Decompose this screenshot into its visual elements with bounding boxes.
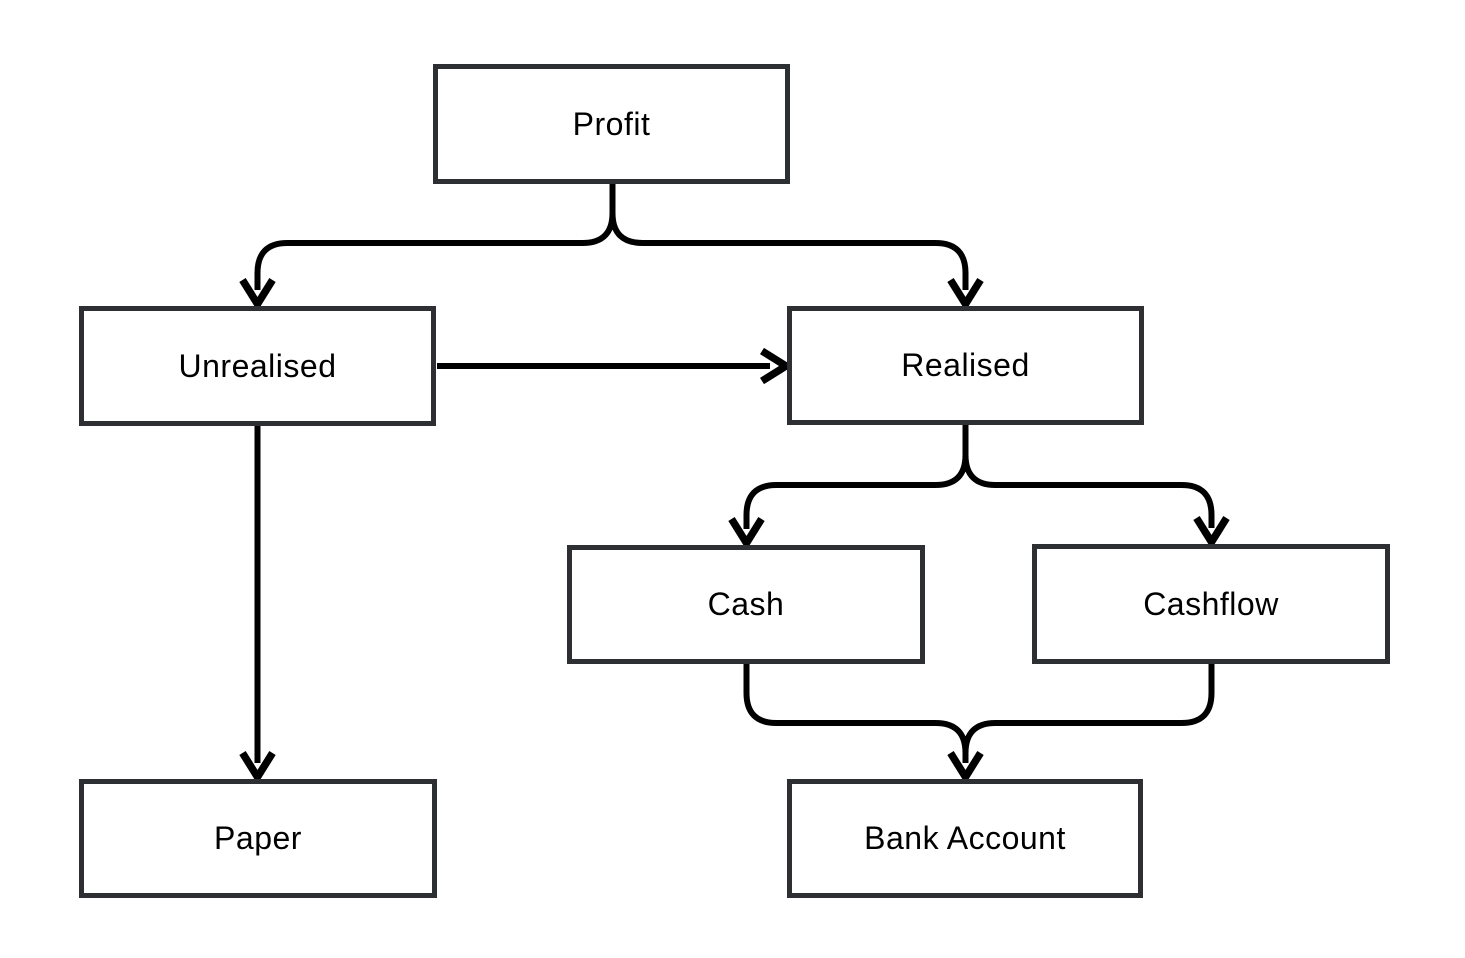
node-bank-account: Bank Account [787,779,1143,898]
edge-cash-bank-account [743,664,969,763]
node-paper-label: Paper [214,820,302,856]
arrowhead-into-unrealised [239,278,276,312]
edge-realised-cash [743,425,969,529]
node-profit-label: Profit [572,105,651,142]
node-unrealised-label: Unrealised [178,347,337,384]
arrowhead-into-realised-top [947,278,984,312]
edge-profit-unrealised [254,184,616,290]
node-realised: Realised [787,306,1144,425]
node-cashflow: Cashflow [1032,544,1390,664]
arrowhead-into-cash [728,517,765,551]
edge-realised-cashflow [962,425,1215,528]
node-unrealised: Unrealised [79,306,436,426]
arrowhead-into-cashflow [1193,516,1230,550]
node-profit: Profit [433,64,790,184]
arrowhead-into-bank-account [947,751,984,785]
edge-profit-realised [609,184,969,290]
node-bank-account-label: Bank Account [864,820,1066,856]
node-paper: Paper [79,779,437,898]
node-cash: Cash [567,545,925,664]
node-cash-label: Cash [707,586,785,622]
node-realised-label: Realised [901,347,1030,383]
arrowhead-into-paper [239,751,276,785]
arrowhead-into-realised-left [760,347,794,385]
edge-cashflow-bank-account [962,664,1215,763]
node-cashflow-label: Cashflow [1143,585,1279,622]
